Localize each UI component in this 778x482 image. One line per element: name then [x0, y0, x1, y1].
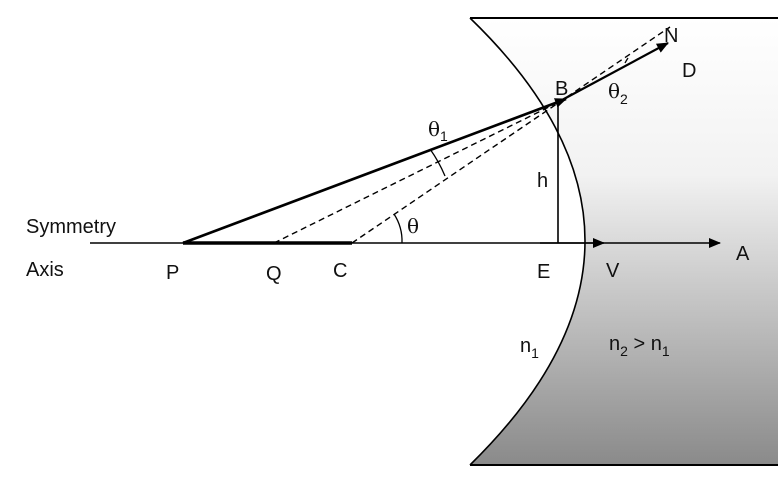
theta2-arc — [624, 57, 629, 64]
theta-label: θ — [407, 214, 419, 238]
point-d-label: D — [682, 60, 696, 82]
spherical-interface — [469, 17, 586, 466]
point-q-label: Q — [266, 263, 282, 285]
dashed-line-qb — [273, 99, 564, 244]
incident-ray-pb — [182, 97, 567, 245]
n2-greater-n1-label: n2 > n1 — [609, 333, 670, 359]
theta2-label: θ2 — [608, 79, 628, 107]
theta1-arc — [429, 148, 446, 177]
symmetry-axis-label-line1: Symmetry — [26, 216, 116, 238]
refracted-ray-bd — [561, 42, 669, 101]
theta-arc — [393, 213, 403, 244]
point-c-label: C — [333, 260, 347, 282]
height-h-label: h — [537, 170, 548, 192]
dashed-normal-cn — [351, 26, 671, 244]
point-e-label: E — [537, 261, 550, 283]
point-v-label: V — [606, 260, 620, 282]
symmetry-axis-label-line2: Axis — [26, 259, 64, 281]
n1-label: n1 — [520, 335, 539, 361]
point-p-label: P — [166, 262, 179, 284]
theta1-label: θ1 — [428, 117, 448, 144]
medium-n2-region — [470, 18, 778, 465]
point-n-label: N — [664, 25, 678, 47]
point-b-label: B — [555, 78, 568, 100]
point-a-label: A — [736, 243, 750, 265]
